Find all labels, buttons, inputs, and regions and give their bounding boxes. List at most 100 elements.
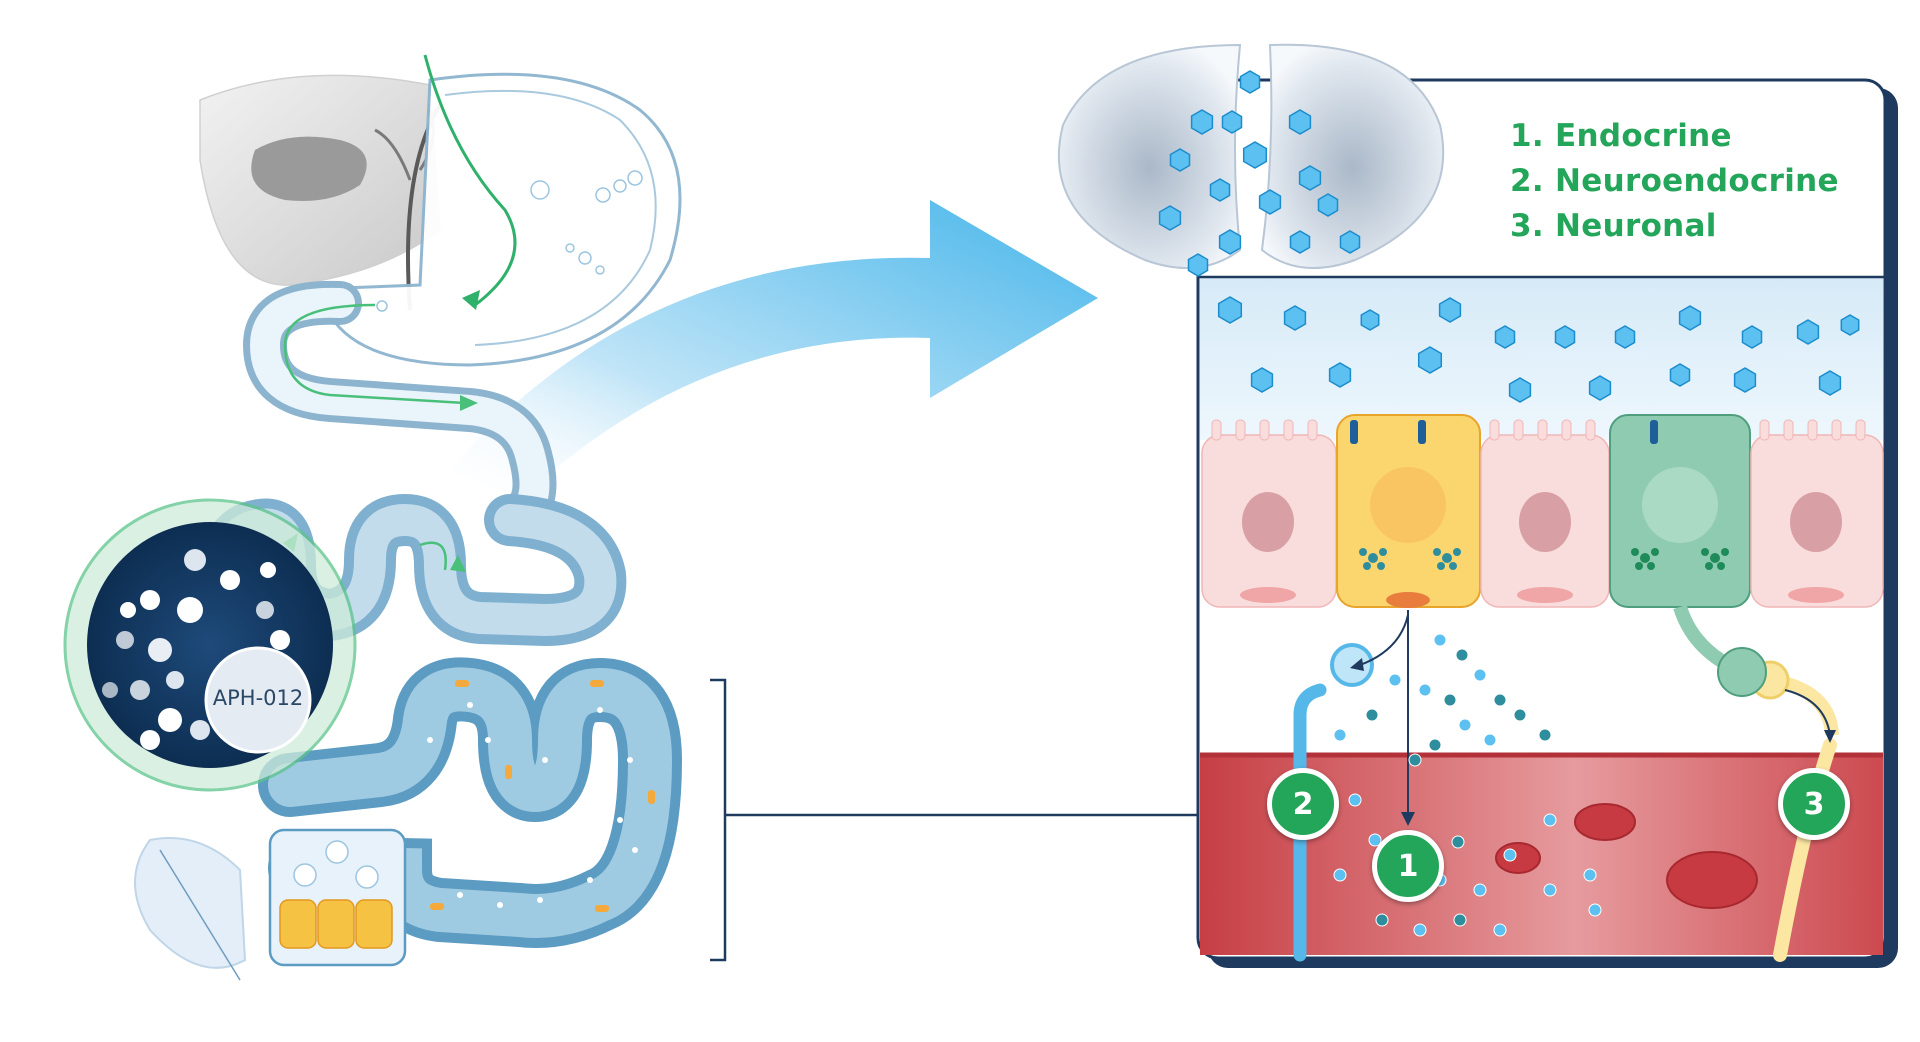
peptide-hexagon bbox=[1554, 325, 1576, 349]
hormone-particle bbox=[1458, 718, 1472, 732]
hormone-particle bbox=[1388, 673, 1402, 687]
hormone-particle bbox=[1493, 693, 1507, 707]
peptide-hexagon bbox=[1158, 205, 1182, 231]
duodenum-flow-arrow bbox=[460, 395, 478, 411]
vagus-arrow-head bbox=[462, 290, 480, 310]
neuronal-arrow-head bbox=[1824, 730, 1836, 743]
yellow-cell-release-site bbox=[1386, 592, 1430, 608]
villus-inset-beads bbox=[293, 840, 379, 889]
peptide-hexagon bbox=[1298, 165, 1322, 191]
enterocyte-1-nucleus bbox=[1242, 492, 1294, 552]
hormone-particle bbox=[1493, 923, 1507, 937]
hormone-particle bbox=[1503, 848, 1517, 862]
peptide-hexagon bbox=[1328, 362, 1352, 388]
hormone-particle bbox=[1413, 923, 1427, 937]
green-cell-granules bbox=[1631, 548, 1729, 570]
colon-line bbox=[159, 849, 241, 981]
peptide-hexagon bbox=[1818, 370, 1842, 396]
peptide-hexagon bbox=[1239, 70, 1261, 94]
gi-tract-illustration bbox=[63, 54, 1203, 981]
peptide-hexagon bbox=[1289, 230, 1311, 254]
green-cell-glow bbox=[1642, 467, 1718, 543]
cell-receptors bbox=[1350, 420, 1658, 444]
duodenum-lumen bbox=[249, 287, 550, 535]
peptide-hexagon bbox=[1187, 253, 1209, 277]
ileum-l-cells bbox=[430, 680, 655, 912]
peptide-hexagon bbox=[1588, 375, 1612, 401]
legend-neuronal: 3. Neuronal bbox=[1510, 208, 1717, 244]
yellow-cell-glow bbox=[1370, 467, 1446, 543]
gallbladder-shape bbox=[251, 136, 367, 201]
peptide-hexagon bbox=[1218, 229, 1242, 255]
enterocyte-3-nucleus bbox=[1790, 492, 1842, 552]
hormone-particle bbox=[1513, 708, 1527, 722]
peptide-hexagon bbox=[1242, 141, 1268, 169]
hormone-particle bbox=[1473, 668, 1487, 682]
enterocyte-3-base bbox=[1788, 587, 1844, 603]
green-cell-synapse bbox=[1717, 647, 1767, 697]
split-vesicle bbox=[1058, 43, 1445, 269]
hormone-particle bbox=[1473, 883, 1487, 897]
enterocyte-1-base bbox=[1240, 587, 1296, 603]
hormone-particle bbox=[1333, 728, 1347, 742]
peptide-hexagon bbox=[1508, 377, 1532, 403]
lumen-area bbox=[1200, 277, 1883, 440]
jejunum-flow-arrow-1 bbox=[419, 541, 447, 571]
hormone-particle bbox=[1333, 868, 1347, 882]
colon-shape bbox=[134, 837, 247, 969]
vesicle-left-half bbox=[1058, 43, 1242, 269]
peptide-hexagon bbox=[1288, 109, 1312, 135]
peptide-hexagon bbox=[1494, 325, 1516, 349]
peptide-hexagon bbox=[1796, 319, 1820, 345]
neuron-blue-axon bbox=[1293, 683, 1327, 962]
yellow-cell-granules bbox=[1359, 548, 1461, 570]
peptide-hexagon bbox=[1840, 314, 1860, 336]
capsule-beads bbox=[102, 549, 290, 750]
red-blood-cell-1 bbox=[1574, 803, 1636, 841]
epithelial-layer bbox=[1201, 414, 1884, 608]
peptide-hexagon bbox=[1741, 325, 1763, 349]
neuronal-arrow bbox=[1784, 689, 1831, 736]
hormone-particle bbox=[1348, 793, 1362, 807]
big-curved-arrow bbox=[450, 200, 1098, 500]
hormone-particle bbox=[1408, 753, 1422, 767]
legend-neuroendocrine: 2. Neuroendocrine bbox=[1510, 163, 1839, 199]
peptide-hexagon bbox=[1258, 189, 1282, 215]
peptide-hexagon bbox=[1209, 178, 1231, 202]
hormone-particle bbox=[1543, 813, 1557, 827]
stomach-inner bbox=[444, 89, 657, 346]
peptide-hexagon bbox=[1339, 230, 1361, 254]
region-bracket bbox=[710, 678, 727, 962]
stomach-bubbles bbox=[376, 170, 643, 312]
capsule-label: APH-012 bbox=[212, 686, 304, 710]
peptide-hexagon bbox=[1217, 296, 1243, 324]
hormone-particle bbox=[1418, 683, 1432, 697]
badge-neuroendocrine: 2 bbox=[1267, 768, 1339, 840]
peptide-hexagon bbox=[1283, 305, 1307, 331]
hormone-particle bbox=[1428, 738, 1442, 752]
brush-border bbox=[1211, 419, 1866, 441]
neuron-blue-terminal bbox=[1330, 643, 1374, 687]
vesicle-right-half bbox=[1260, 43, 1445, 269]
neuroendocrine-arrow bbox=[1359, 614, 1409, 666]
peptide-hexagon bbox=[1438, 297, 1462, 323]
enterocyte-2-base bbox=[1517, 587, 1573, 603]
peptide-hexagon bbox=[1417, 346, 1443, 374]
peptide-hexagon bbox=[1317, 193, 1339, 217]
hormone-particle bbox=[1455, 648, 1469, 662]
peptide-hexagon bbox=[1250, 367, 1274, 393]
hormone-particle bbox=[1588, 903, 1602, 917]
duodenum-flow-line bbox=[283, 303, 466, 405]
hormone-particles bbox=[1333, 633, 1602, 937]
capsule-label-bubble bbox=[204, 646, 312, 754]
peptide-hexagon bbox=[1169, 148, 1191, 172]
hormone-particle bbox=[1443, 693, 1457, 707]
red-blood-cell-3 bbox=[1495, 842, 1541, 874]
hormone-particle bbox=[1538, 728, 1552, 742]
peptide-hexagon bbox=[1360, 309, 1380, 331]
red-blood-cell-2 bbox=[1666, 851, 1758, 909]
legend-endocrine: 1. Endocrine bbox=[1510, 118, 1732, 154]
villus-inset-cells bbox=[279, 899, 393, 949]
ileum-lumen bbox=[268, 667, 673, 938]
